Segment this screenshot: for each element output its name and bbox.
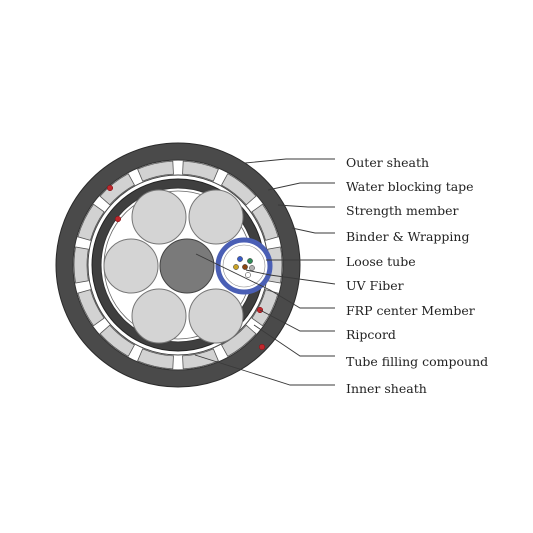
- strength-member-segment: [99, 324, 136, 357]
- label-outer-sheath: Outer sheath: [346, 155, 429, 170]
- label-loose-tube: Loose tube: [346, 254, 416, 269]
- strength-member-segment: [137, 160, 174, 182]
- strength-member-segment: [182, 348, 219, 370]
- ripcord-marker: [258, 343, 266, 351]
- label-ripcord: Ripcord: [346, 327, 396, 342]
- strength-member-segment: [251, 289, 279, 327]
- ripcord-marker: [114, 215, 122, 223]
- uv-fiber: [249, 265, 255, 271]
- label-water-blocking-tape: Water blocking tape: [346, 179, 474, 194]
- label-tube-filling-compound: Tube filling compound: [346, 354, 488, 369]
- uv-fiber-bundle: [233, 256, 255, 278]
- leader-binder-wrapping: [291, 227, 335, 234]
- filler-rod: [103, 238, 159, 294]
- leader-water-blocking-tape: [267, 182, 335, 191]
- filler-rod: [188, 189, 244, 245]
- leader-frp-center-member: [195, 253, 335, 309]
- leader-tube-filling-compound: [253, 324, 335, 357]
- label-frp-center-member: FRP center Member: [346, 303, 475, 318]
- loose-tube-inner-line: [222, 244, 266, 288]
- ripcord-marker: [106, 184, 114, 192]
- filler-rod: [188, 288, 244, 344]
- frp-center-member: [159, 238, 215, 294]
- strength-member-segment: [220, 324, 257, 357]
- leader-outer-sheath: [244, 158, 335, 164]
- strength-member-segment: [182, 160, 219, 182]
- strength-member-segment: [251, 203, 279, 241]
- label-binder-wrapping: Binder & Wrapping: [346, 229, 469, 244]
- filler-rod: [131, 288, 187, 344]
- leader-inner-sheath: [194, 354, 335, 386]
- leader-strength-member: [277, 204, 335, 208]
- label-uv-fiber: UV Fiber: [346, 278, 404, 293]
- filler-rod: [131, 189, 187, 245]
- uv-fiber: [247, 258, 253, 264]
- strength-member-segment: [220, 173, 257, 206]
- uv-fiber: [233, 264, 239, 270]
- label-strength-member: Strength member: [346, 203, 459, 218]
- strength-member-segment: [73, 246, 89, 284]
- leader-ripcord: [259, 309, 335, 332]
- uv-fiber: [237, 256, 243, 262]
- strength-member-segment: [77, 203, 105, 241]
- uv-fiber: [245, 272, 251, 278]
- strength-member-segment: [137, 348, 174, 370]
- label-inner-sheath: Inner sheath: [346, 381, 427, 396]
- leader-uv-fiber: [245, 269, 336, 285]
- uv-fiber: [242, 264, 248, 270]
- strength-member-segment: [77, 289, 105, 327]
